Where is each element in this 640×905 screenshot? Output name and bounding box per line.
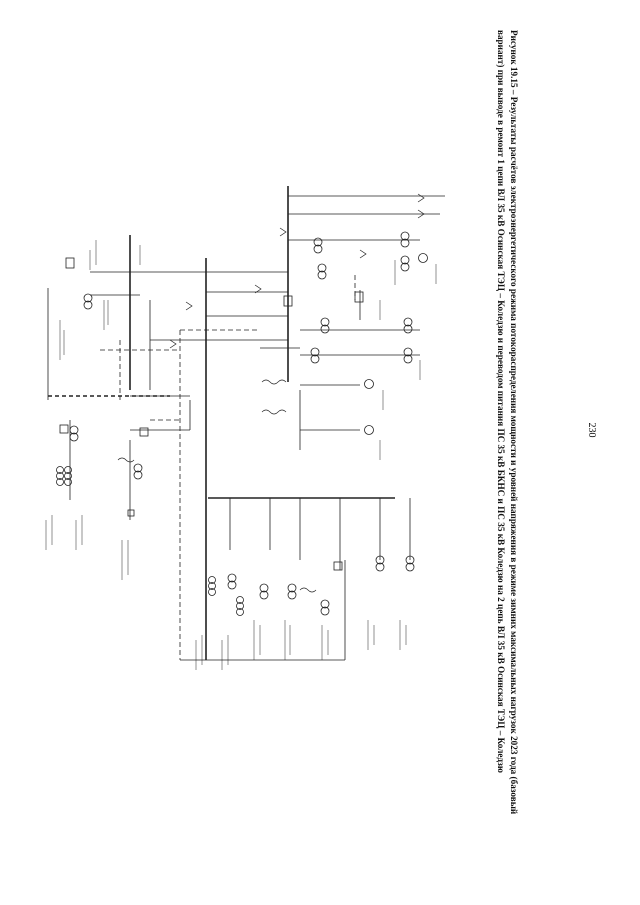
flow-arrows (169, 193, 425, 349)
caption-line-2: вариант) при выводе в ремонт 1 цепи ВЛ 3… (496, 30, 506, 773)
generator-symbols (364, 253, 428, 435)
illegible-annotation-marks (45, 240, 437, 670)
switch-symbols (59, 257, 364, 571)
page-number: 230 (586, 422, 597, 438)
reactor-symbols (117, 379, 317, 593)
figure-caption: Рисунок 19.15 – Результаты расчётов элек… (494, 30, 520, 870)
feeder-lines (47, 195, 445, 661)
reserve-connections (100, 275, 356, 660)
three-winding-transformers (56, 466, 244, 616)
busbars (48, 186, 395, 660)
transformer-symbols (69, 231, 415, 616)
caption-line-1: Рисунок 19.15 – Результаты расчётов элек… (509, 30, 519, 815)
